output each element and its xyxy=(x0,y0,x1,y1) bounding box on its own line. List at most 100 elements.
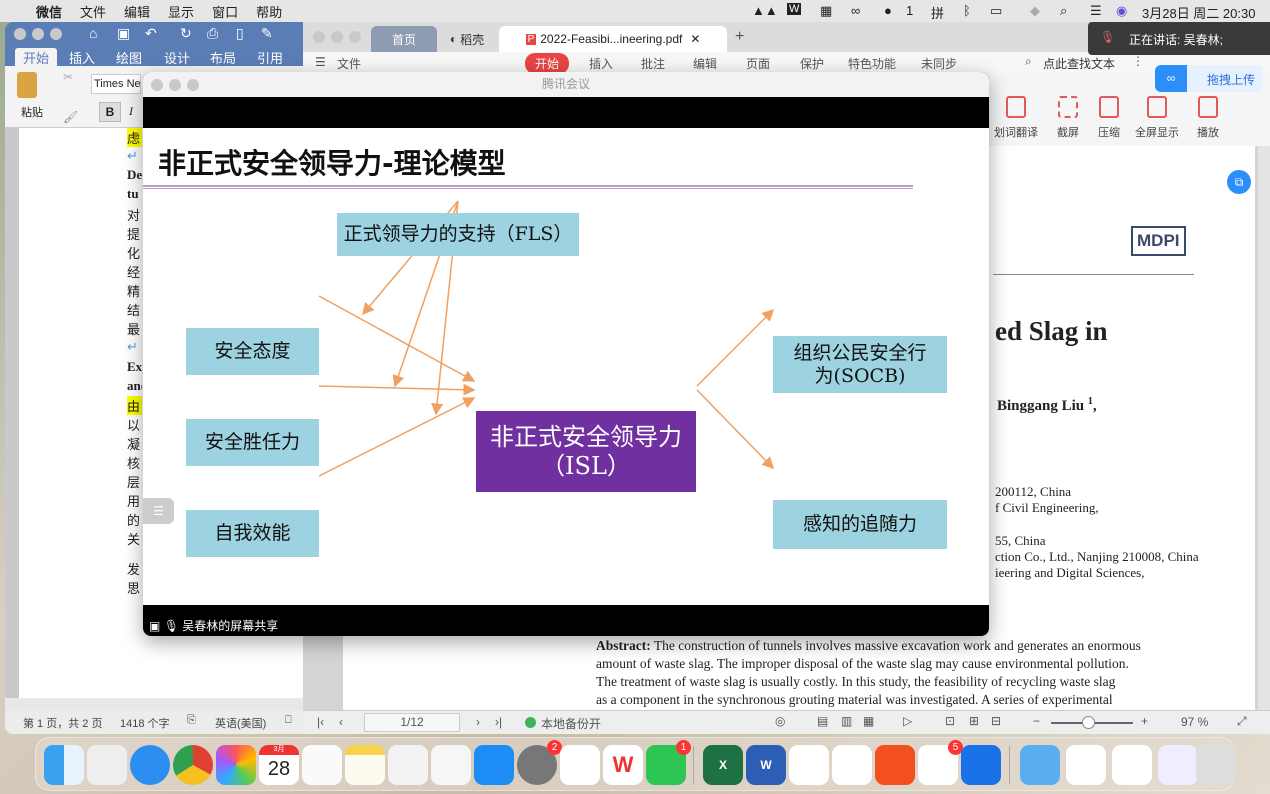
siri-icon[interactable]: ◉ xyxy=(1116,3,1128,18)
wps-status-icon[interactable]: W xyxy=(787,3,802,15)
reminders-icon[interactable] xyxy=(302,745,342,785)
zoom-button[interactable] xyxy=(187,79,199,91)
ai-assistant-icon[interactable]: ⧉ xyxy=(1227,170,1251,194)
input-method-icon[interactable]: 拼 xyxy=(931,6,945,21)
redo-icon[interactable]: ↻ xyxy=(180,25,192,41)
two-page-icon[interactable]: ▦ xyxy=(863,714,875,728)
tab-home[interactable]: 首页 xyxy=(371,26,437,52)
control-center-icon[interactable]: ☰ xyxy=(1090,3,1102,18)
home-icon[interactable]: ⌂ xyxy=(89,25,98,41)
format-painter-icon[interactable]: 🖌 xyxy=(63,110,79,124)
backup-status[interactable]: 本地备份开 xyxy=(541,717,602,731)
trash-icon[interactable] xyxy=(1196,745,1236,785)
undo-icon[interactable]: ↶ xyxy=(145,25,157,41)
close-button[interactable] xyxy=(14,28,26,40)
bold-button[interactable]: B xyxy=(99,102,121,122)
system-settings-icon[interactable]: 2 xyxy=(517,740,562,785)
baidu-netdisk-icon[interactable] xyxy=(789,745,829,785)
grid-status-icon[interactable]: ▦ xyxy=(820,3,833,18)
menu-icon[interactable]: ☰ xyxy=(315,55,326,69)
outline-toggle-icon[interactable]: ☰ xyxy=(143,498,174,524)
single-page-icon[interactable]: ▤ xyxy=(817,714,829,728)
safari-icon[interactable] xyxy=(130,745,170,785)
zoom-slider[interactable] xyxy=(1051,716,1133,729)
word-count[interactable]: 1418 个字 xyxy=(120,718,170,730)
notes-icon[interactable] xyxy=(345,745,385,785)
microsoft-store-icon[interactable]: 5 xyxy=(918,740,963,785)
menu-protect[interactable]: 保护 xyxy=(800,57,825,71)
fit-width-icon[interactable]: ⊟ xyxy=(991,714,1002,728)
zoom-out-icon[interactable]: − xyxy=(1033,714,1041,728)
menu-features[interactable]: 特色功能 xyxy=(848,57,897,71)
print-icon[interactable]: ⎙ xyxy=(207,25,219,41)
play-icon[interactable]: ▷ xyxy=(903,714,913,728)
battery-icon[interactable]: ▭ xyxy=(990,3,1003,18)
lark-icon[interactable] xyxy=(961,745,1001,785)
minimize-button[interactable] xyxy=(32,28,44,40)
app-store-icon[interactable] xyxy=(474,745,514,785)
save-icon[interactable]: ▣ xyxy=(117,25,131,41)
translate-tool[interactable]: 划词翻译 xyxy=(991,96,1041,140)
close-button[interactable] xyxy=(313,31,325,43)
zoom-button[interactable] xyxy=(349,31,361,43)
menu-view[interactable]: 显示 xyxy=(168,4,195,20)
fit-page-icon[interactable]: ⊞ xyxy=(969,714,980,728)
cut-icon[interactable]: ✂ xyxy=(63,70,74,84)
wifi-icon[interactable]: ◆ xyxy=(1030,3,1040,18)
play-tool[interactable]: 播放 xyxy=(1183,96,1233,140)
close-tab-icon[interactable]: ✕ xyxy=(690,32,701,46)
tab-layout[interactable]: 布局 xyxy=(210,51,237,66)
wechat-icon[interactable]: 1 xyxy=(646,740,691,785)
excel-icon[interactable]: X xyxy=(703,745,743,785)
wechat-status-icon[interactable]: ● xyxy=(884,3,892,18)
menu-file[interactable]: 文件 xyxy=(80,4,107,20)
zoom-level[interactable]: 97 % xyxy=(1181,715,1209,729)
word-icon[interactable]: W xyxy=(746,745,786,785)
proofing-icon[interactable]: ⎘ xyxy=(187,714,196,726)
scrollbar[interactable] xyxy=(1258,146,1270,710)
baidu-status-icon[interactable]: ∞ xyxy=(851,3,861,18)
continuous-icon[interactable]: ▥ xyxy=(841,714,853,728)
new-tab-icon[interactable]: + xyxy=(735,28,745,45)
wps-office-icon[interactable]: W xyxy=(603,745,643,785)
menu-edit[interactable]: 编辑 xyxy=(124,4,151,20)
prev-page-icon[interactable]: ‹ xyxy=(339,715,343,729)
fullscreen-icon[interactable]: ⤢ xyxy=(1237,714,1247,728)
page-input[interactable]: 1/12 xyxy=(364,713,460,732)
sync-status[interactable]: 未同步 xyxy=(921,57,958,71)
menu-start[interactable]: 开始 xyxy=(525,53,570,74)
page-count[interactable]: 第 1 页，共 2 页 xyxy=(23,718,103,730)
tab-references[interactable]: 引用 xyxy=(257,51,284,66)
recent-document-icon[interactable] xyxy=(1112,745,1152,785)
pages-icon[interactable] xyxy=(560,745,600,785)
menu-edit[interactable]: 编辑 xyxy=(693,57,718,71)
status-app-icon[interactable]: ▲▲ xyxy=(752,3,778,18)
minimize-button[interactable] xyxy=(331,31,343,43)
tab-draw[interactable]: 绘图 xyxy=(116,51,143,66)
bluetooth-icon[interactable]: ᛒ xyxy=(963,3,971,18)
paste-icon[interactable] xyxy=(17,72,37,98)
downloads-folder-icon[interactable] xyxy=(1020,745,1060,785)
tab-insert[interactable]: 插入 xyxy=(69,51,96,66)
mango-tv-icon[interactable] xyxy=(875,745,915,785)
last-page-icon[interactable]: ›| xyxy=(495,715,503,729)
microsoft-remote-icon[interactable] xyxy=(832,745,872,785)
italic-button[interactable]: I xyxy=(129,104,133,118)
zoom-in-icon[interactable]: + xyxy=(1141,714,1149,728)
chrome-icon[interactable] xyxy=(173,745,213,785)
tab-daoke[interactable]: ◐稻壳 xyxy=(439,26,495,52)
minimize-button[interactable] xyxy=(169,79,181,91)
keynote-icon[interactable] xyxy=(388,745,428,785)
close-button[interactable] xyxy=(151,79,163,91)
menu-wechat[interactable]: 微信 xyxy=(36,4,63,20)
compress-tool[interactable]: 压缩 xyxy=(1084,96,1134,140)
eye-icon[interactable]: ◎ xyxy=(775,714,786,728)
menu-file[interactable]: 文件 xyxy=(337,57,362,71)
numbers-icon[interactable] xyxy=(431,745,471,785)
spotlight-icon[interactable]: ⌕ xyxy=(1060,3,1068,18)
font-name-field[interactable]: Times Ne xyxy=(91,74,141,94)
menu-help[interactable]: 帮助 xyxy=(256,4,283,20)
photos-icon[interactable] xyxy=(216,745,256,785)
